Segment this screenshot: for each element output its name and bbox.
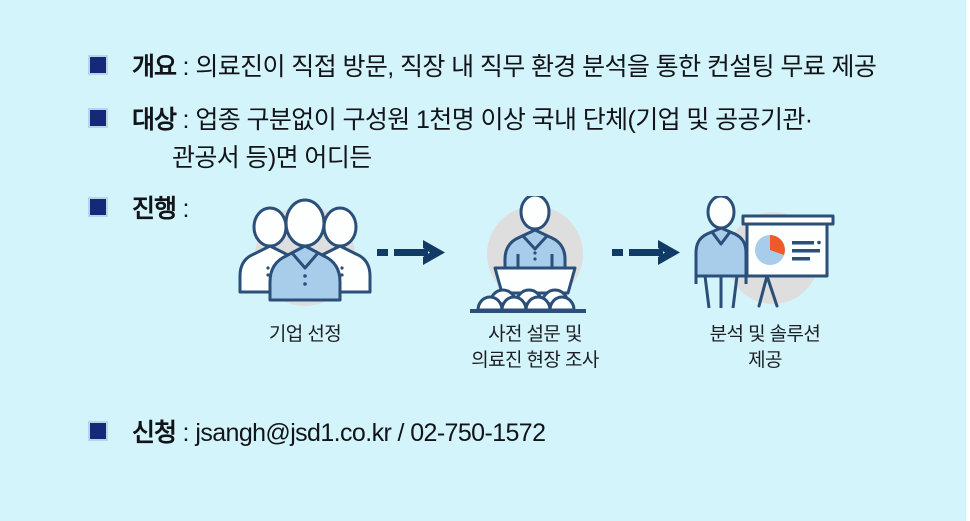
step-2-caption-line1: 사전 설문 및	[488, 324, 582, 345]
target-body-line1: 업종 구분없이 구성원 1천명 이상 국내 단체(기업 및 공공기관·	[195, 106, 813, 134]
bullet-square-icon	[88, 55, 108, 75]
apply-contact: jsangh@jsd1.co.kr / 02-750-1572	[195, 419, 546, 447]
process-label: 진행	[132, 195, 177, 223]
bullet-square-icon	[88, 421, 108, 441]
overview-label: 개요	[132, 53, 177, 81]
bullet-row-target: 대상 : 업종 구분없이 구성원 1천명 이상 국내 단체(기업 및 공공기관·…	[88, 101, 962, 177]
process-step-3: 분석 및 솔루션 제공	[670, 196, 860, 374]
overview-body: 의료진이 직접 방문, 직장 내 직무 환경 분석을 통한 컨설팅 무료 제공	[195, 53, 877, 81]
step-3-caption: 분석 및 솔루션 제공	[670, 322, 860, 374]
overview-text-block: 개요 : 의료진이 직접 방문, 직장 내 직무 환경 분석을 통한 컨설팅 무…	[132, 48, 877, 86]
bullet-square-icon	[88, 197, 108, 217]
three-people-icon	[210, 196, 400, 314]
step-3-caption-line2: 제공	[748, 350, 782, 371]
target-label: 대상	[132, 106, 177, 134]
overview-separator: :	[176, 53, 196, 81]
presenter-chart-board-icon	[670, 196, 860, 314]
apply-text-block: 신청 : jsangh@jsd1.co.kr / 02-750-1572	[132, 414, 546, 452]
bullet-row-overview: 개요 : 의료진이 직접 방문, 직장 내 직무 환경 분석을 통한 컨설팅 무…	[88, 48, 877, 86]
right-edge-strip	[966, 0, 970, 521]
bullet-row-apply: 신청 : jsangh@jsd1.co.kr / 02-750-1572	[88, 414, 546, 452]
dashed-arrow-right-icon	[610, 236, 685, 270]
apply-label: 신청	[132, 419, 177, 447]
process-text-block: 진행 :	[132, 190, 189, 228]
dashed-arrow-right-icon	[375, 236, 450, 270]
step-3-caption-line1: 분석 및 솔루션	[709, 324, 821, 345]
target-text-block: 대상 : 업종 구분없이 구성원 1천명 이상 국내 단체(기업 및 공공기관·…	[132, 101, 962, 177]
step-2-caption-line2: 의료진 현장 조사	[471, 350, 599, 371]
bullet-row-process: 진행 :	[88, 190, 189, 228]
process-step-1: 기업 선정	[210, 196, 400, 348]
step-1-caption: 기업 선정	[210, 322, 400, 348]
process-step-2: 사전 설문 및 의료진 현장 조사	[440, 196, 630, 374]
process-diagram: 기업 선정	[190, 196, 890, 386]
target-body-line2: 관공서 등)면 어디든	[172, 144, 372, 172]
step-1-caption-line1: 기업 선정	[268, 324, 342, 345]
step-2-caption: 사전 설문 및 의료진 현장 조사	[440, 322, 630, 374]
process-separator: :	[176, 195, 189, 223]
apply-separator: :	[176, 419, 196, 447]
podium-audience-icon	[440, 196, 630, 314]
target-separator: :	[176, 106, 196, 134]
bullet-square-icon	[88, 108, 108, 128]
